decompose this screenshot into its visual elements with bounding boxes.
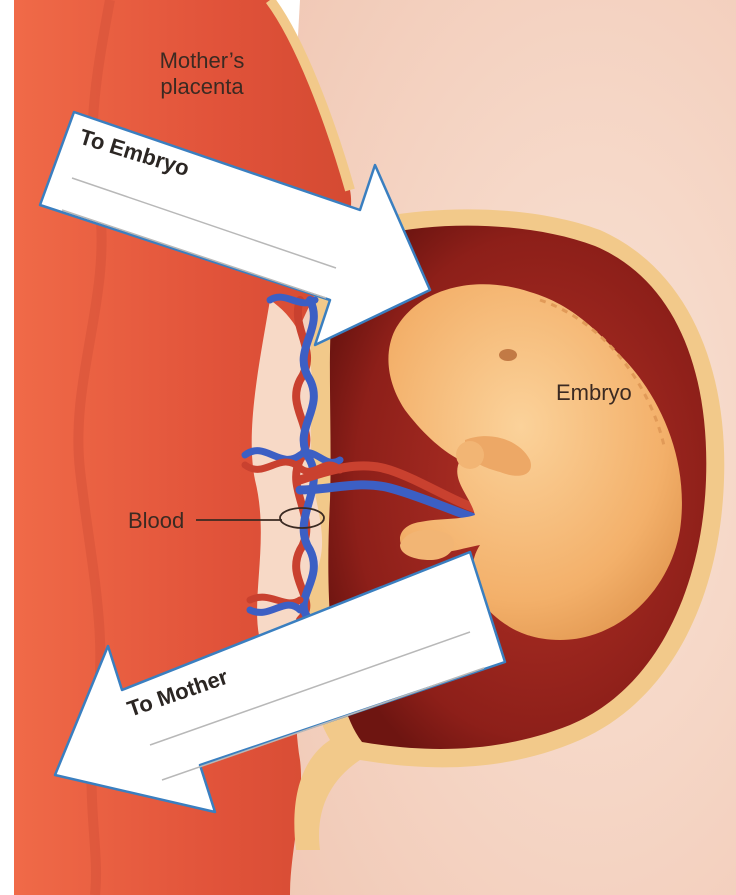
placenta-label: Mother’s placenta [150, 48, 254, 100]
blood-label: Blood [128, 508, 185, 533]
embryo [388, 284, 682, 640]
placenta-label-line1: Mother’s [159, 48, 245, 73]
embryo-label: Embryo [556, 380, 632, 405]
umbilical-vessels [241, 293, 485, 624]
arrow-to-embryo [38, 110, 432, 347]
blood-pointer-ring [279, 507, 325, 529]
placenta-label-line2: placenta [160, 74, 244, 99]
blood-space [251, 300, 323, 640]
placenta-border [265, 0, 355, 192]
